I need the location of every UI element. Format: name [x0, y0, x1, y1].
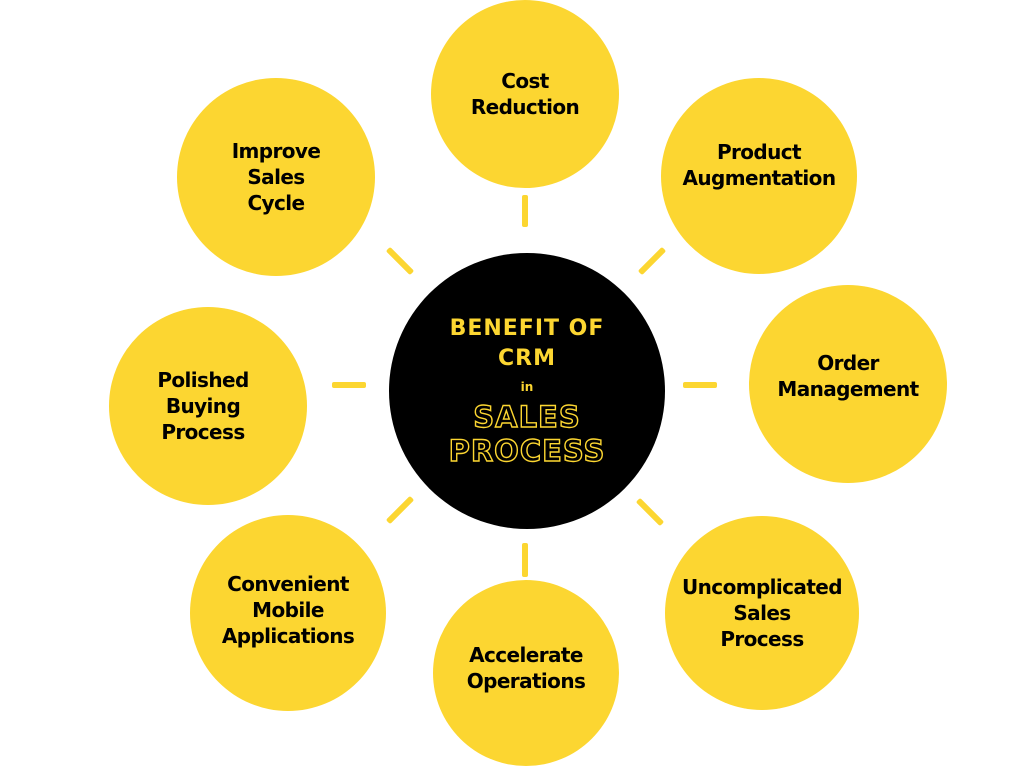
- center-subtitle-line1: SALES: [473, 399, 581, 434]
- center-title-line1: BENEFIT OF: [449, 316, 605, 341]
- benefit-label: Improve Sales Cycle: [231, 139, 321, 215]
- benefit-node-cost-reduction: Cost Reduction: [431, 0, 619, 188]
- connector-left: [332, 382, 366, 388]
- center-hub: BENEFIT OF CRM in SALES PROCESS: [389, 253, 665, 529]
- benefit-node-polished-buying-process: Polished Buying Process: [109, 307, 307, 505]
- benefit-node-order-management: Order Management: [749, 285, 947, 483]
- benefit-label: Uncomplicated Sales Process: [682, 575, 843, 651]
- benefit-label: Order Management: [777, 351, 919, 401]
- benefit-label: Product Augmentation: [682, 140, 837, 190]
- benefit-node-convenient-mobile-applications: Convenient Mobile Applications: [190, 515, 386, 711]
- benefit-label: Cost Reduction: [470, 69, 580, 119]
- benefit-label: Convenient Mobile Applications: [221, 572, 355, 648]
- benefit-node-product-augmentation: Product Augmentation: [661, 78, 857, 274]
- connector-right: [683, 382, 717, 388]
- connector-bottom-right: [635, 497, 665, 527]
- benefit-node-accelerate-operations: Accelerate Operations: [433, 580, 619, 766]
- benefit-label: Polished Buying Process: [157, 368, 249, 444]
- center-connector-word: in: [520, 380, 534, 394]
- connector-top-left: [385, 246, 415, 276]
- center-subtitle-line2: PROCESS: [448, 433, 606, 468]
- benefit-node-uncomplicated-sales-process: Uncomplicated Sales Process: [665, 516, 859, 710]
- center-title-line2: CRM: [498, 346, 556, 371]
- connector-bottom: [522, 543, 528, 577]
- benefit-label: Accelerate Operations: [466, 643, 586, 693]
- connector-top: [522, 195, 528, 227]
- connector-bottom-left: [385, 495, 415, 525]
- benefit-node-improve-sales-cycle: Improve Sales Cycle: [177, 78, 375, 276]
- connector-top-right: [637, 246, 667, 276]
